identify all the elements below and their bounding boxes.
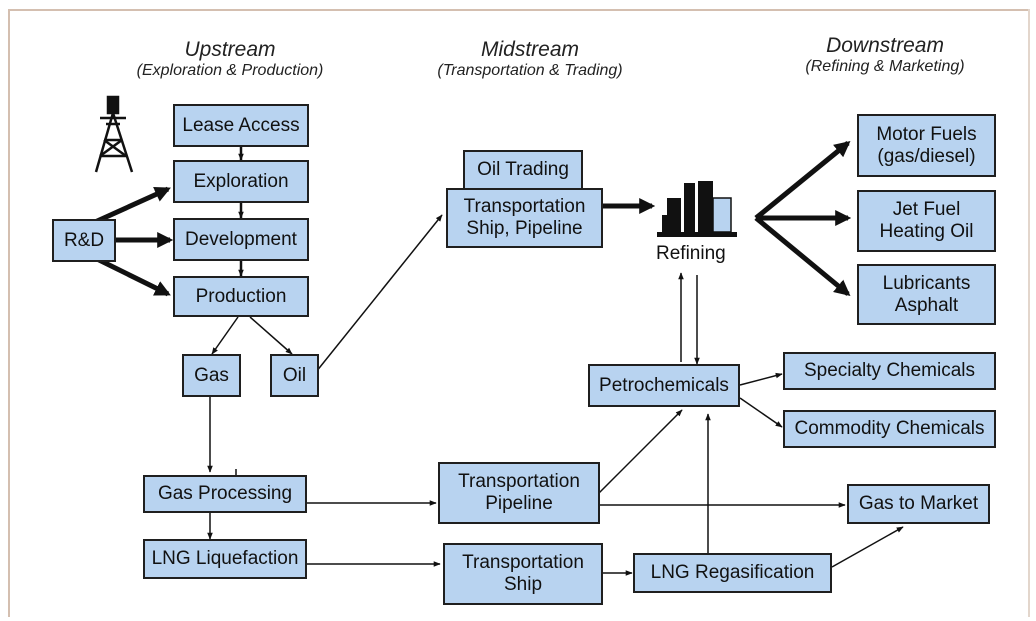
gas-label: Gas — [194, 364, 229, 386]
development-label: Development — [185, 228, 297, 250]
lease-access-box: Lease Access — [173, 104, 309, 147]
lease-access-label: Lease Access — [182, 114, 300, 136]
midstream-title: Midstream — [480, 38, 580, 61]
petrochemicals-box: Petrochemicals — [588, 364, 740, 407]
frame-border-top — [8, 9, 1028, 11]
transportation-pipeline-box: Transportation Pipeline — [438, 462, 600, 524]
transportation-ship-label: Transportation Ship — [462, 552, 584, 595]
oil-trading-box: Oil Trading — [463, 150, 583, 190]
specialty-chemicals-box: Specialty Chemicals — [783, 352, 996, 390]
exploration-box: Exploration — [173, 160, 309, 203]
downstream-subtitle: (Refining & Marketing) — [805, 58, 965, 75]
frame-border-right — [1028, 9, 1030, 617]
development-box: Development — [173, 218, 309, 261]
gas-processing-label: Gas Processing — [157, 483, 293, 504]
motor-fuels-label: Motor Fuels (gas/diesel) — [876, 123, 977, 167]
specialty-chemicals-label: Specialty Chemicals — [803, 360, 976, 381]
upstream-header: Upstream (Exploration & Production) — [110, 38, 350, 80]
midstream-subtitle: (Transportation & Trading) — [437, 62, 623, 79]
gas-to-market-box: Gas to Market — [847, 484, 990, 524]
lng-liquefaction-label: LNG Liquefaction — [151, 548, 299, 569]
frame-border-left — [8, 9, 10, 617]
transportation-ship-pipeline-label: Transportation Ship, Pipeline — [463, 196, 586, 239]
downstream-title: Downstream — [826, 34, 944, 57]
oil-box: Oil — [270, 354, 319, 397]
motor-fuels-box: Motor Fuels (gas/diesel) — [857, 114, 996, 177]
transportation-ship-pipeline-box: Transportation Ship, Pipeline — [446, 188, 603, 248]
exploration-label: Exploration — [193, 170, 289, 192]
refining-label: Refining — [656, 243, 726, 264]
jet-fuel-label: Jet Fuel Heating Oil — [879, 199, 974, 242]
rd-label: R&D — [63, 229, 105, 251]
midstream-header: Midstream (Transportation & Trading) — [410, 38, 650, 80]
transportation-pipeline-label: Transportation Pipeline — [458, 471, 580, 514]
petrochemicals-label: Petrochemicals — [599, 374, 729, 396]
rd-box: R&D — [52, 219, 116, 262]
transportation-ship-box: Transportation Ship — [443, 543, 603, 605]
lng-regasification-box: LNG Regasification — [633, 553, 832, 593]
lng-regasification-label: LNG Regasification — [650, 562, 815, 583]
oil-derrick-icon — [94, 95, 134, 173]
commodity-chemicals-box: Commodity Chemicals — [783, 410, 996, 448]
oil-trading-label: Oil Trading — [477, 159, 569, 180]
oil-label: Oil — [282, 364, 307, 386]
gas-to-market-label: Gas to Market — [858, 493, 979, 514]
downstream-header: Downstream (Refining & Marketing) — [770, 34, 1000, 76]
refinery-icon — [657, 181, 737, 237]
upstream-title: Upstream — [184, 38, 276, 61]
lubricants-box: Lubricants Asphalt — [857, 264, 996, 325]
lubricants-label: Lubricants Asphalt — [882, 272, 971, 316]
gas-processing-box: Gas Processing — [143, 475, 307, 513]
jet-fuel-box: Jet Fuel Heating Oil — [857, 190, 996, 252]
lng-liquefaction-box: LNG Liquefaction — [143, 539, 307, 579]
production-label: Production — [195, 285, 287, 307]
gas-box: Gas — [182, 354, 241, 397]
upstream-subtitle: (Exploration & Production) — [136, 62, 324, 79]
production-box: Production — [173, 276, 309, 317]
commodity-chemicals-label: Commodity Chemicals — [794, 418, 985, 439]
